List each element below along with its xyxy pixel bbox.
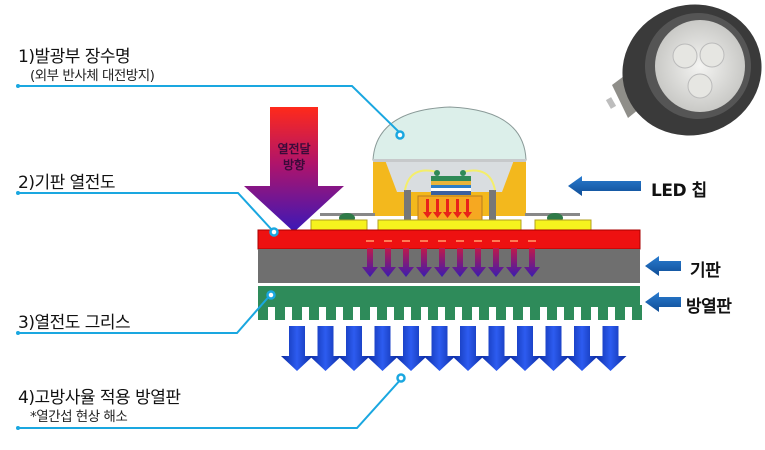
heat-arrow-text-1: 열전달 — [277, 141, 310, 156]
dissipation-arrow — [309, 326, 342, 371]
heatsink-fin — [598, 305, 608, 320]
substrate-heat-arrow — [416, 248, 432, 277]
heatsink-fin — [615, 305, 625, 320]
callout-dot-1 — [395, 130, 405, 140]
substrate-heat-arrow — [488, 248, 504, 277]
heatsink-fin — [394, 305, 404, 320]
callout-2-title: 2)기판 열전도 — [18, 173, 116, 193]
substrate-heat-arrow — [362, 248, 378, 277]
callout-3-title: 3)열전도 그리스 — [18, 313, 131, 333]
heatsink-fin — [292, 305, 302, 320]
heatsink-fin — [275, 305, 285, 320]
heatsink — [258, 286, 642, 320]
callout-dot-4 — [396, 373, 406, 383]
dissipation-arrow — [452, 326, 484, 371]
substrate-heat-arrow — [524, 248, 540, 277]
callout-1-title: 1)발광부 장수명 — [18, 47, 131, 67]
heatsink-fin — [309, 305, 319, 320]
dissipation-arrow — [480, 326, 513, 371]
substrate-label: 기판 — [690, 261, 721, 281]
callout-4-subtitle: *열간섭 현상 해소 — [30, 409, 128, 425]
heat-transfer-arrow — [244, 107, 344, 232]
dissipation-arrow — [395, 326, 427, 371]
led-chip-pointer-arrow — [568, 176, 641, 196]
heatsink-fin — [360, 305, 370, 320]
heatsink-fin — [581, 305, 591, 320]
heatsink-fin — [547, 305, 557, 320]
mr16-lamp-photo — [605, 4, 762, 136]
heatsink-fin — [564, 305, 574, 320]
dissipation-arrow — [509, 326, 541, 371]
dissipation-arrow — [281, 326, 313, 371]
heatsink-fin — [377, 305, 387, 320]
dissipation-arrow — [338, 326, 370, 371]
callout-line-4 — [18, 377, 403, 429]
substrate-heat-arrow — [380, 248, 396, 277]
substrate-layer — [257, 229, 641, 286]
heatsink-pointer-arrow — [645, 292, 681, 312]
heatsink-fin — [326, 305, 336, 320]
dissipation-arrow — [423, 326, 456, 371]
callout-line-2 — [18, 192, 273, 231]
substrate-heat-arrow — [398, 248, 414, 277]
substrate-pointer-arrow — [645, 256, 681, 276]
heatsink-fin — [632, 305, 642, 320]
callout-dot-3 — [266, 290, 276, 300]
substrate-heat-arrow — [452, 248, 468, 277]
dissipation-arrow — [566, 326, 598, 371]
dissipation-arrow — [366, 326, 399, 371]
callout-lines — [18, 85, 403, 429]
heatsink-fin — [445, 305, 455, 320]
heatsink-fin — [479, 305, 489, 320]
heat-arrow-text-2: 방향 — [283, 157, 305, 172]
heatsink-fin — [462, 305, 472, 320]
led-package — [310, 106, 592, 231]
heatsink-label: 방열판 — [686, 297, 732, 317]
dissipation-arrow — [594, 326, 627, 371]
dissipation-arrow — [537, 326, 570, 371]
heatsink-fin — [530, 305, 540, 320]
callout-4-title: 4)고방사율 적용 방열판 — [18, 388, 181, 408]
heatsink-fin — [428, 305, 438, 320]
callout-dot-2 — [269, 227, 279, 237]
heatsink-fin — [343, 305, 353, 320]
heatsink-fin — [258, 305, 268, 320]
heat-dissipation-arrows — [281, 326, 627, 371]
led-chip-label: LED 칩 — [651, 181, 707, 201]
heatsink-fin — [513, 305, 523, 320]
heatsink-fin — [496, 305, 506, 320]
substrate-heat-arrow — [434, 248, 450, 277]
substrate-heat-arrow — [470, 248, 486, 277]
callout-line-1 — [18, 85, 401, 134]
heatsink-fin — [411, 305, 421, 320]
substrate-heat-arrow — [506, 248, 522, 277]
callout-1-subtitle: (외부 반사체 대전방지) — [30, 68, 155, 84]
callout-line-3 — [18, 292, 273, 334]
